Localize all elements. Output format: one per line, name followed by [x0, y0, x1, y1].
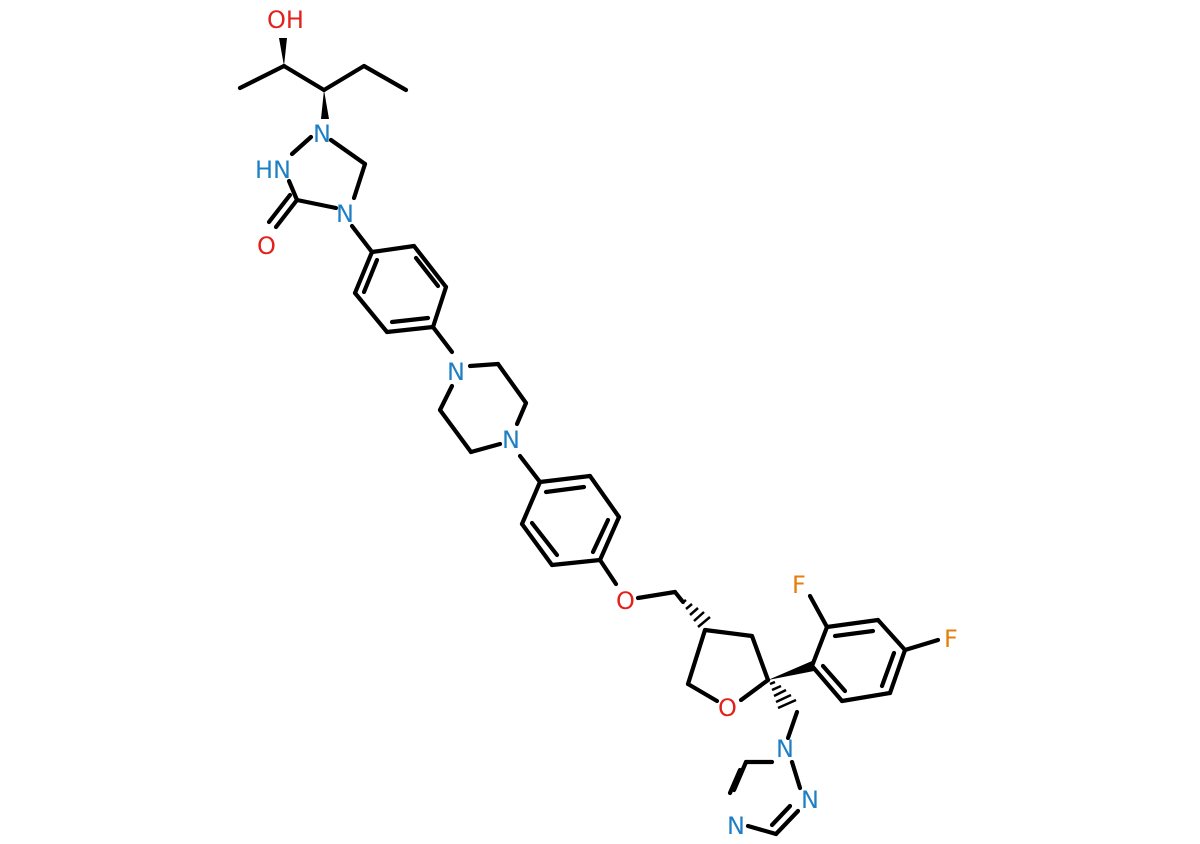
bond-pip-f	[437, 383, 455, 413]
bond-dfp-a	[809, 624, 830, 669]
hash-c2-ch2	[769, 680, 797, 710]
bond-c3-o-b	[266, 192, 293, 225]
bond-n4-c3	[294, 197, 339, 211]
atom-nh-triazolone: HN	[255, 156, 291, 184]
bond-pip-e	[437, 407, 474, 455]
bond-ph1-d	[384, 324, 436, 335]
bond-ph1-inner-1	[413, 255, 441, 289]
bond-dfp-d	[887, 647, 908, 696]
bond-ph1-npip	[430, 324, 455, 355]
bond-ph2-oether	[597, 557, 619, 587]
bond-thf-a	[702, 627, 755, 639]
atom-n4-triazolone: N	[336, 200, 354, 228]
bond-ch2-ntri	[785, 709, 800, 741]
bonds	[237, 38, 941, 837]
bond-n1-ch2	[328, 137, 368, 167]
bond-ch2-n4	[351, 161, 368, 201]
bond-ph2-a	[537, 473, 593, 485]
atom-o-carbonyl: O	[257, 232, 276, 260]
bond-ph1-a	[369, 243, 417, 255]
bond-ph1-inner-2	[389, 315, 431, 325]
bond-nh-n1	[289, 134, 314, 157]
bond-dfp-inner-3	[820, 663, 848, 694]
bond-ch2-c4	[672, 589, 686, 605]
wedge-c1-oh	[279, 38, 287, 66]
bond-tri-b	[731, 759, 749, 793]
bond-pip-b	[495, 361, 529, 406]
bond-ph2-inner-3	[529, 520, 560, 558]
hash-ch2-c4	[681, 599, 711, 628]
bond-ph2-d	[549, 557, 603, 568]
bond-thf-b	[749, 633, 771, 683]
bond-dfp-b	[824, 617, 881, 630]
bond-c3-o-a	[273, 197, 300, 230]
atom-f-ortho: F	[792, 571, 806, 599]
bond-pip-a	[467, 361, 501, 369]
atom-n-piperazine-top: N	[447, 358, 465, 386]
bond-tri-d	[773, 808, 801, 837]
atom-n1-triazole: N	[776, 735, 794, 763]
atom-n2-triazole: N	[801, 786, 819, 814]
bond-ph1-b	[411, 243, 449, 290]
wedge-c2-n1	[321, 90, 329, 119]
bond-ph1-inner-3	[361, 257, 380, 295]
bond-tri-e	[789, 759, 803, 791]
bond-ph1-c	[430, 284, 449, 330]
bond-ph1-e	[352, 290, 390, 335]
atom-n4-triazole: N	[727, 812, 745, 840]
bond-pip-d	[468, 441, 503, 455]
bond-thf-d	[685, 681, 720, 704]
bond-n4-ph1	[349, 223, 375, 255]
atom-n-piperazine-bottom: N	[502, 426, 520, 454]
bond-dfp-inner-1	[832, 628, 876, 639]
bond-oether-ch2	[635, 589, 678, 601]
bond-dfp-f-ortho	[807, 593, 830, 630]
bond-thf-c	[738, 677, 771, 703]
bond-dfp-c	[875, 617, 908, 653]
bond-ph2-inner-1	[543, 484, 587, 495]
bond-pip-c	[514, 400, 529, 427]
bond-c1-c2	[281, 63, 327, 93]
atom-n1-triazolone: N	[313, 120, 331, 148]
bond-ph1-f	[352, 249, 375, 296]
bond-c3-nh	[286, 178, 300, 203]
bond-c3-c4	[361, 63, 409, 93]
atom-labels: OH N HN N O N N O O F F N N N	[255, 6, 958, 840]
bond-dfp-e	[839, 690, 893, 704]
bond-c2-c3	[321, 63, 367, 93]
bond-ph2-inner-2	[590, 517, 611, 555]
bond-ph2-c	[597, 514, 622, 563]
wedge-c2-aryl	[768, 661, 814, 680]
bond-dfp-f	[809, 663, 845, 704]
bond-ph2-b	[587, 473, 622, 520]
bond-npip-ph2	[517, 453, 543, 485]
bond-thf-e	[685, 627, 708, 687]
atom-o-thf: O	[718, 694, 737, 722]
bond-tri-b2	[727, 767, 743, 796]
atom-o-ether: O	[616, 587, 635, 615]
atom-oh: OH	[267, 6, 304, 34]
bond-tri-d2	[769, 803, 793, 828]
bond-dfp-inner-2	[879, 650, 897, 689]
bond-ch3-c1	[237, 63, 287, 91]
bond-ph2-e	[519, 521, 555, 568]
bond-tri-c	[745, 823, 779, 837]
bond-dfp-f-para	[902, 637, 941, 653]
bond-ph2-f	[519, 479, 543, 527]
atom-f-para: F	[944, 625, 958, 653]
